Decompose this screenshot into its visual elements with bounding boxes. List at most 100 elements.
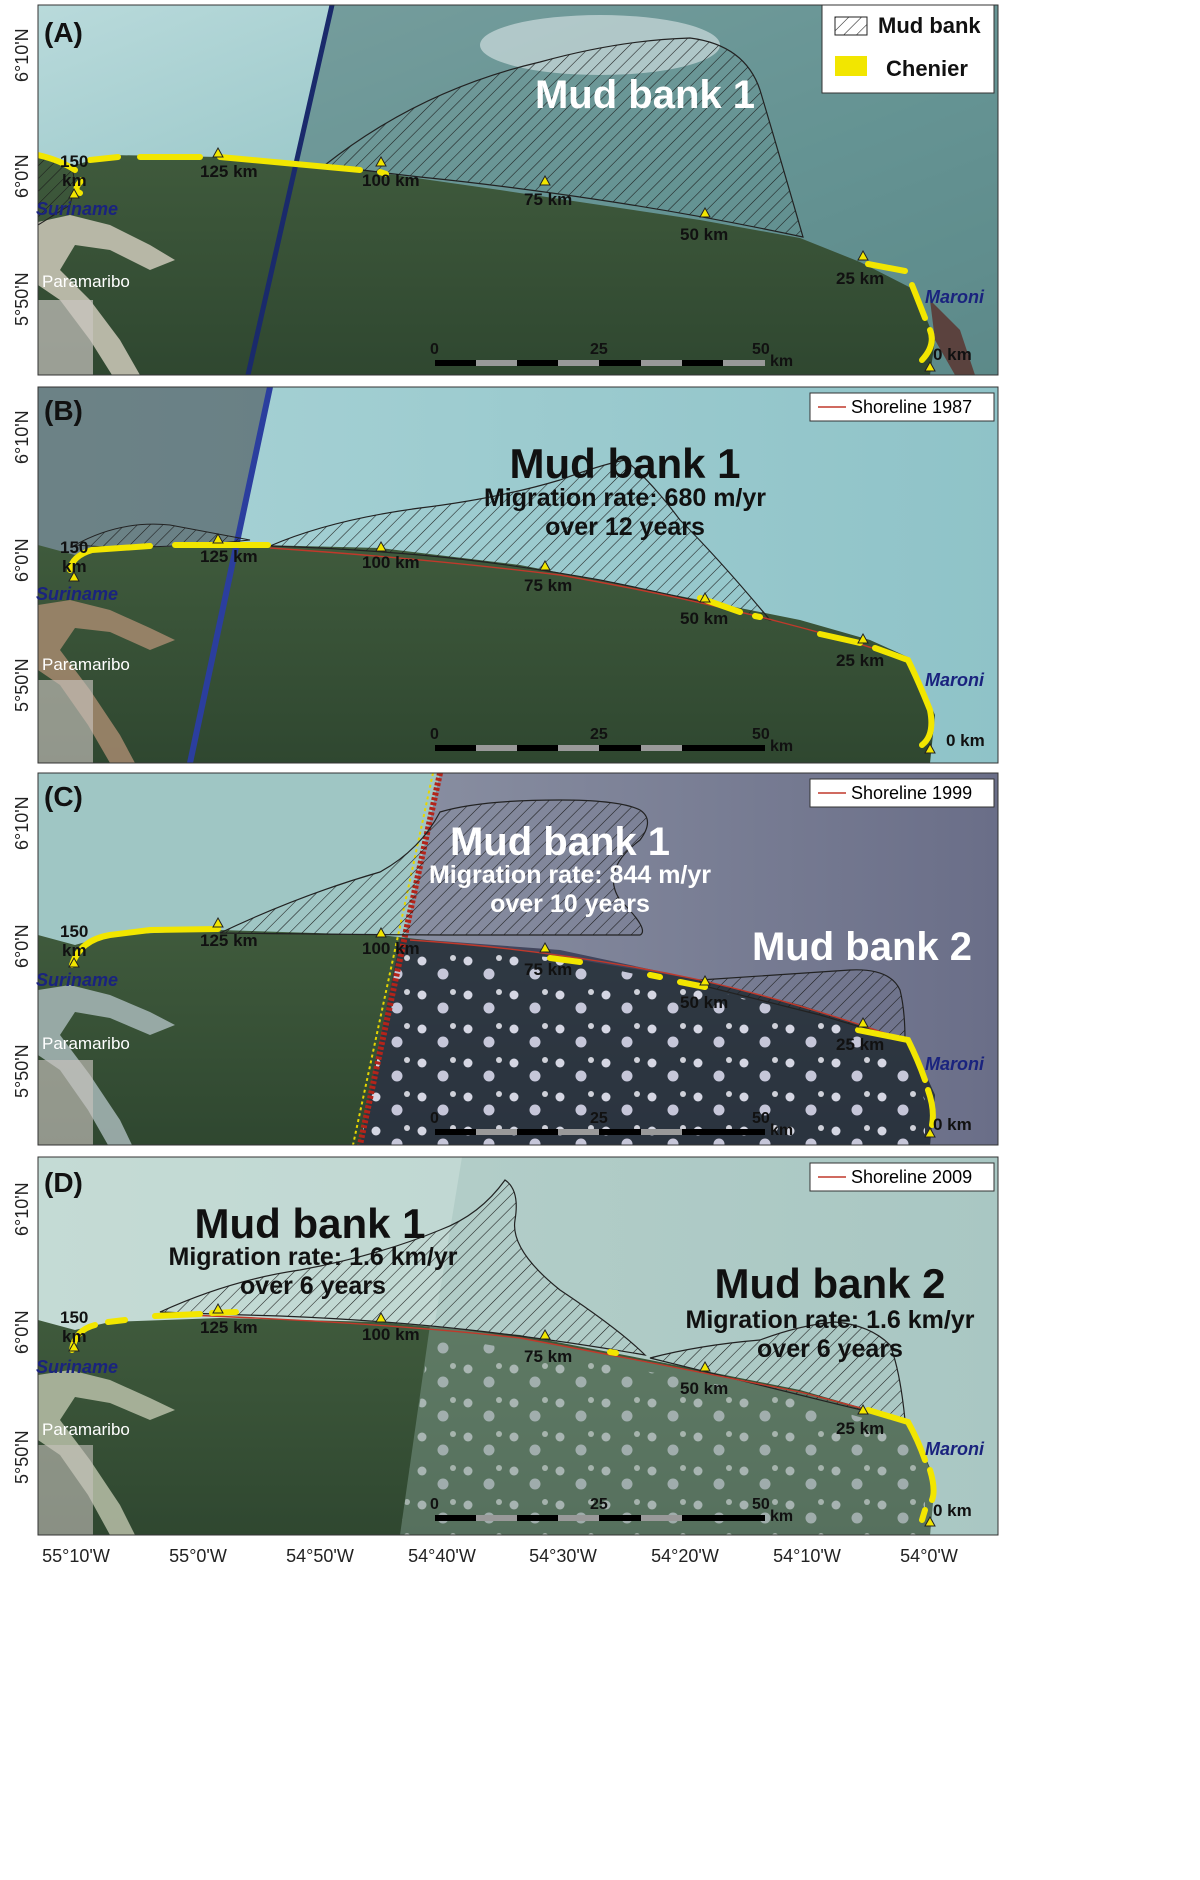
lon-tick-label: 55°0'W <box>169 1546 227 1566</box>
km-label: 125 km <box>200 1318 258 1337</box>
panel-d-city <box>38 1445 93 1535</box>
lon-tick-label: 54°50'W <box>286 1546 354 1566</box>
km-label: 150 <box>60 538 88 557</box>
km-marker-icon <box>857 249 869 261</box>
river-label-suriname: Suriname <box>36 970 118 990</box>
scalebar-label: 25 <box>590 1496 608 1513</box>
lat-tick-label: 6°10'N <box>12 410 32 464</box>
svg-text:Shoreline 1987: Shoreline 1987 <box>851 397 972 417</box>
scalebar-label: 25 <box>590 1110 608 1127</box>
km-label: 100 km <box>362 939 420 958</box>
km-label: 0 km <box>933 1501 972 1520</box>
km-label: 150 <box>60 1308 88 1327</box>
panel-a-mudbank-1-name: Mud bank 1 <box>535 73 755 117</box>
panel-d-mudbank-2-rate: Migration rate: 1.6 km/yr <box>686 1306 975 1334</box>
panel-a-markers: 0 km 25 km 50 km 75 km 100 km 125 km 150… <box>36 146 985 372</box>
lon-tick-label: 54°40'W <box>408 1546 476 1566</box>
panel-d-label: (D) <box>44 1167 83 1198</box>
panel-c-shoreline-legend: Shoreline 1999 <box>809 778 995 808</box>
km-marker-icon <box>699 206 711 218</box>
km-label: 75 km <box>524 190 572 209</box>
panel-d-shoreline <box>159 1313 911 1423</box>
scalebar-label: 50 <box>752 1496 770 1513</box>
scalebar-label: 50 <box>752 341 770 358</box>
panel-d-mudbank-2-period: over 6 years <box>757 1335 903 1363</box>
km-marker-icon <box>375 155 387 167</box>
km-marker-icon <box>857 1403 869 1415</box>
km-label: 150 <box>60 152 88 171</box>
panel-d-mudbank-1-rate: Migration rate: 1.6 km/yr <box>169 1243 458 1271</box>
km-label: 0 km <box>946 731 985 750</box>
km-marker-icon <box>212 532 224 544</box>
panel-c-river-suriname <box>38 985 175 1145</box>
km-marker-icon <box>924 360 936 372</box>
km-marker-icon <box>857 632 869 644</box>
svg-text:Shoreline 1999: Shoreline 1999 <box>851 783 972 803</box>
legend-mudbank-label: Mud bank <box>878 13 981 38</box>
panel-d-markers: 0 km 25 km 50 km 75 km 100 km 125 km 150… <box>36 1302 985 1527</box>
scalebar-label: 50 <box>752 1110 770 1127</box>
longitude-axis: 55°10'W 55°0'W 54°50'W 54°40'W 54°30'W 5… <box>42 1546 958 1566</box>
km-marker-icon <box>375 540 387 552</box>
panel-b-scalebar: 0 25 50 km <box>430 726 793 755</box>
lat-tick-label: 6°10'N <box>12 796 32 850</box>
scalebar-label: 50 <box>752 726 770 743</box>
lon-tick-label: 54°10'W <box>773 1546 841 1566</box>
km-label: 125 km <box>200 931 258 950</box>
lat-tick-label: 6°10'N <box>12 28 32 82</box>
city-label-paramaribo: Paramaribo <box>42 1420 130 1439</box>
panel-a-frame <box>37 4 999 376</box>
river-label-suriname: Suriname <box>36 584 118 604</box>
panel-a-mudbank-1 <box>323 37 804 238</box>
river-label-maroni: Maroni <box>925 1054 985 1074</box>
km-label: 100 km <box>362 171 420 190</box>
km-label: 25 km <box>836 1035 884 1054</box>
city-label-paramaribo: Paramaribo <box>42 655 130 674</box>
lat-tick-label: 5°50'N <box>12 658 32 712</box>
km-marker-icon <box>699 1360 711 1372</box>
panel-b-city <box>38 680 93 763</box>
km-label: 75 km <box>524 576 572 595</box>
river-label-maroni: Maroni <box>925 287 985 307</box>
km-marker-icon <box>924 742 936 754</box>
km-marker-icon <box>924 1126 936 1138</box>
km-label: 125 km <box>200 547 258 566</box>
panel-c-mudbank-2-name: Mud bank 2 <box>752 925 972 969</box>
km-label: 0 km <box>933 345 972 364</box>
panel-c-scalebar: 0 25 50 km <box>430 1110 793 1139</box>
panel-c-frame <box>37 772 999 1146</box>
panel-c-mudbank-1-period: over 10 years <box>490 890 650 918</box>
km-label: 100 km <box>362 553 420 572</box>
km-label: 100 km <box>362 1325 420 1344</box>
panel-b-scene-edge <box>187 387 273 763</box>
panel-d-scalebar: 0 25 50 km <box>430 1496 793 1525</box>
panel-b-markers: 0 km 25 km 50 km 75 km 100 km 125 km 150… <box>36 532 985 754</box>
panel-b-river-suriname <box>38 600 175 763</box>
river-label-maroni: Maroni <box>925 670 985 690</box>
panel-c-chenier <box>69 926 936 1128</box>
km-marker-icon <box>212 1302 224 1314</box>
panel-c-markers: 0 km 25 km 50 km 75 km 100 km 125 km 150… <box>36 916 985 1138</box>
km-label: km <box>62 557 87 576</box>
panel-d-mudbank-2-name: Mud bank 2 <box>714 1260 945 1307</box>
km-marker-icon <box>539 559 551 571</box>
km-marker-icon <box>375 1311 387 1323</box>
km-label: 0 km <box>933 1115 972 1134</box>
panel-c-city <box>38 1060 93 1145</box>
panel-d-mudbank-1-period: over 6 years <box>240 1272 386 1300</box>
panel-a-chenier <box>38 152 935 363</box>
km-marker-icon <box>539 1328 551 1340</box>
km-label: km <box>62 1327 87 1346</box>
legend-mudbank-swatch <box>834 16 868 36</box>
panel-c-clouds <box>360 945 925 1145</box>
scalebar-unit: km <box>770 738 793 755</box>
panel-a-label: (A) <box>44 17 83 48</box>
panel-c-mudbank-1-name: Mud bank 1 <box>450 820 670 864</box>
km-label: 25 km <box>836 269 884 288</box>
panel-b-land <box>38 545 935 763</box>
legend-chenier-swatch <box>835 56 867 76</box>
lon-tick-label: 54°0'W <box>900 1546 958 1566</box>
panel-c-mudbank-1-rate: Migration rate: 844 m/yr <box>429 861 711 889</box>
legend-chenier-label: Chenier <box>886 56 968 81</box>
